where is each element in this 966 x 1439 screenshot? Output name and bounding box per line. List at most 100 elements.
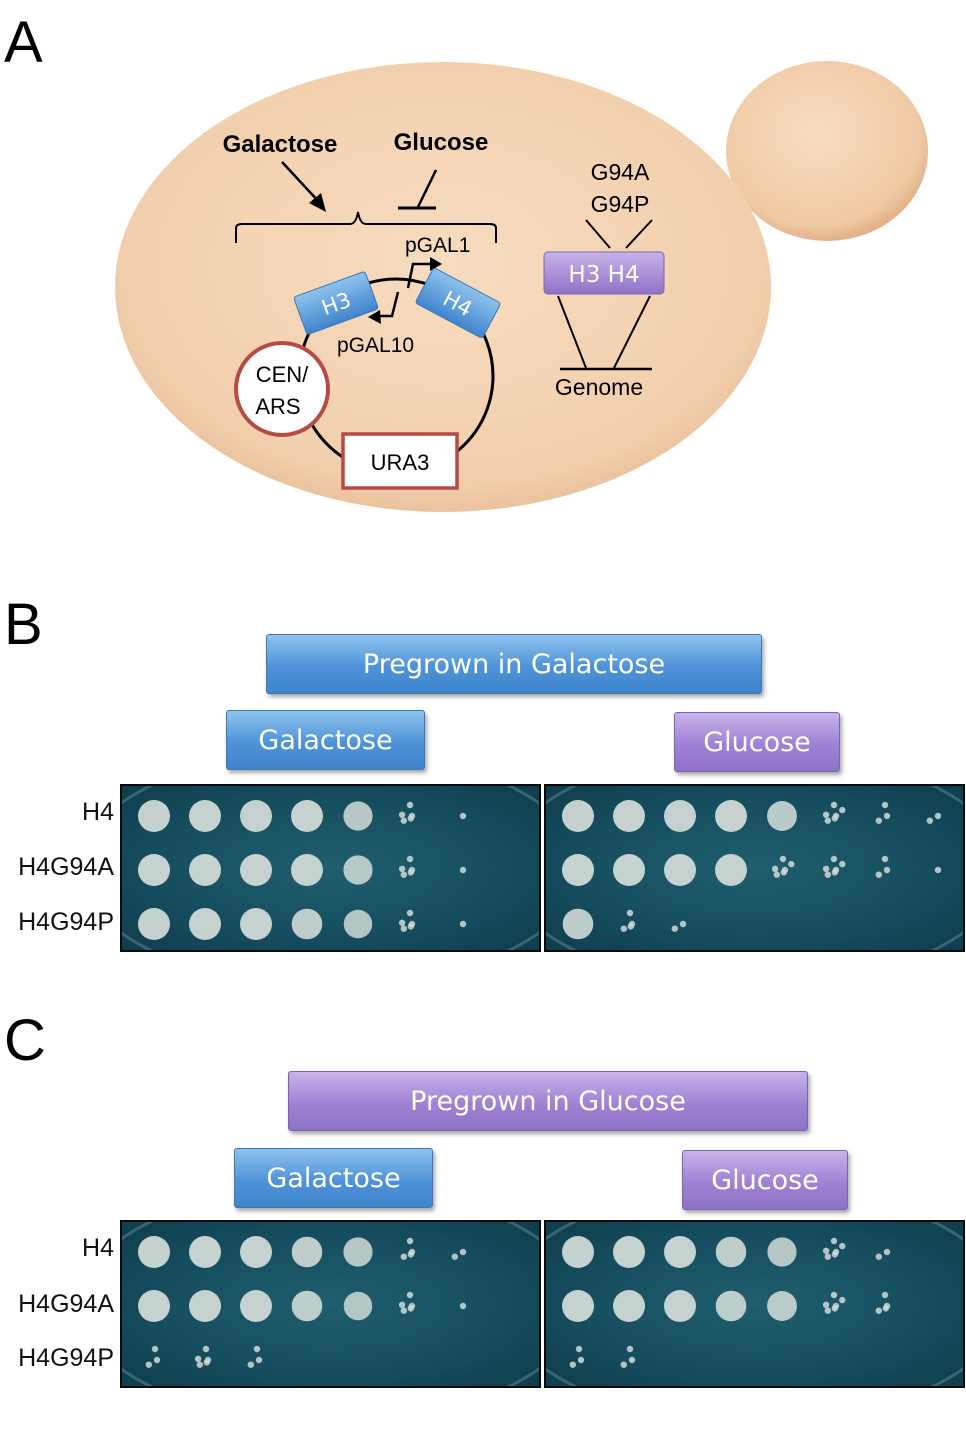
colony-spot: [291, 854, 323, 886]
plate-c-glucose: [544, 1220, 965, 1388]
cen-ars-label-2: ARS: [255, 394, 300, 419]
h4-box: H4: [415, 268, 501, 338]
colony-spot: [407, 1251, 414, 1258]
h3h4-label: H3 H4: [568, 262, 639, 288]
glucose-plate-header-c: Glucose: [682, 1150, 848, 1210]
pgal10-arrowhead: [368, 310, 381, 324]
colony-spot: [407, 815, 414, 822]
colony-spot: [406, 1291, 414, 1299]
plate-rim: [122, 1222, 539, 1386]
colony-spot: [240, 1290, 272, 1322]
colonies-c-glucose: [546, 1222, 963, 1386]
panel-a-letter: A: [4, 10, 43, 75]
colony-spot: [400, 817, 407, 824]
colony-spot: [839, 1242, 846, 1250]
colony-spot: [562, 854, 594, 886]
colony-spot: [459, 920, 467, 928]
colony-spot: [291, 1236, 323, 1268]
colony-spot: [291, 908, 323, 940]
colony-spot: [613, 1290, 645, 1322]
colony-spot: [715, 1236, 747, 1268]
activation-arrowhead: [309, 193, 326, 212]
colony-spot: [883, 1248, 891, 1256]
colony-spot: [145, 1361, 152, 1368]
colony-spot: [882, 1305, 889, 1312]
colony-spot: [255, 1356, 263, 1364]
colony-spot: [627, 923, 634, 930]
colony-spot: [883, 866, 891, 874]
ura3-box: [341, 432, 459, 490]
colony-spot: [247, 1361, 254, 1368]
colony-spot: [626, 909, 634, 917]
colony-spot: [831, 1251, 838, 1258]
colony-spot: [875, 1253, 882, 1260]
row-label-h4g94p-b: H4G94P: [18, 908, 114, 936]
colony-spot: [824, 1253, 831, 1260]
colony-spot: [839, 1296, 846, 1304]
colony-spot: [830, 1237, 838, 1245]
colony-spot: [881, 801, 889, 809]
plate-rim: [122, 786, 539, 950]
colony-spot: [875, 1307, 882, 1314]
colony-spot: [406, 855, 414, 863]
colony-spot: [343, 801, 373, 831]
inhibition-line: [416, 169, 438, 208]
colony-spot: [831, 1305, 838, 1312]
colony-spot: [253, 1345, 261, 1353]
colony-spot: [830, 801, 838, 809]
colony-spot: [138, 800, 170, 832]
colony-spot: [620, 925, 627, 932]
colony-spot: [779, 855, 787, 863]
colony-spot: [400, 1307, 407, 1314]
colony-spot: [626, 1345, 634, 1353]
colony-spot: [343, 909, 373, 939]
colony-spot: [343, 855, 373, 885]
colony-spot: [788, 860, 795, 868]
colony-spot: [196, 1361, 203, 1368]
colony-spot: [194, 1355, 202, 1362]
colony-spot: [400, 1253, 407, 1260]
glucose-plate-header-b: Glucose: [674, 712, 840, 772]
colony-spot: [343, 1291, 373, 1321]
pgal1-arrowhead: [430, 257, 442, 271]
row-label-h4-b: H4: [82, 798, 114, 826]
plate-rim: [546, 1222, 963, 1386]
colony-spot: [569, 1361, 576, 1368]
mutation-g94p: G94P: [591, 191, 650, 217]
pgal1-label: pGAL1: [405, 234, 470, 257]
colony-spot: [875, 817, 882, 824]
row-label-h4-c: H4: [82, 1234, 114, 1262]
colony-spot: [189, 1236, 221, 1268]
plate-rim: [546, 786, 963, 950]
plate-c-galactose: [120, 1220, 541, 1388]
colony-spot: [839, 860, 846, 868]
colony-spot: [189, 800, 221, 832]
colony-spot: [881, 1291, 889, 1299]
colony-spot: [138, 908, 170, 940]
colony-spot: [189, 908, 221, 940]
colony-spot: [406, 909, 414, 917]
plate-b-glucose: [544, 784, 965, 952]
row-label-h4g94a-c: H4G94A: [18, 1290, 114, 1318]
colony-spot: [398, 919, 406, 926]
colony-spot: [202, 1345, 210, 1353]
colony-spot: [767, 801, 797, 831]
colony-spot: [459, 866, 467, 874]
colony-spot: [138, 1290, 170, 1322]
colony-spot: [562, 800, 594, 832]
colony-spot: [822, 1247, 830, 1254]
colony-spot: [406, 1237, 414, 1245]
panel-a-diagram: Galactose Glucose pGAL1 pGAL10 H3 H4 CEN…: [115, 61, 928, 512]
row-label-h4g94p-c: H4G94P: [18, 1344, 114, 1372]
colony-spot: [780, 869, 787, 876]
colony-spot: [459, 1248, 467, 1256]
colony-spot: [291, 800, 323, 832]
colony-spot: [459, 1302, 467, 1310]
colony-spot: [767, 1237, 797, 1267]
panel-c-letter: C: [4, 1008, 46, 1073]
colony-spot: [343, 1237, 373, 1267]
row-label-h4g94a-b: H4G94A: [18, 853, 114, 881]
colony-spot: [773, 871, 780, 878]
colony-spot: [715, 1290, 747, 1322]
colony-spot: [822, 811, 830, 818]
